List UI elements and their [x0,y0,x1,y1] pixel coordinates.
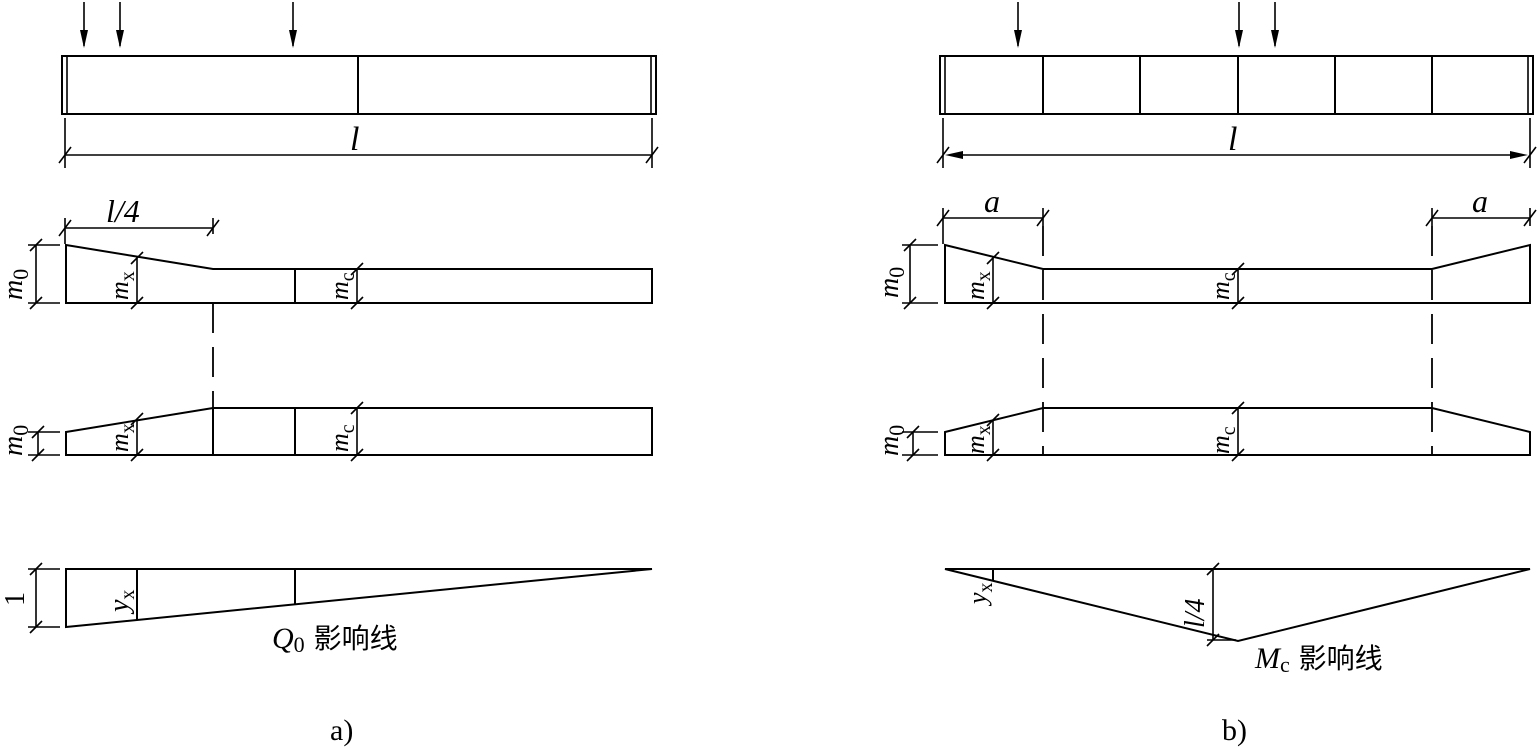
distribution-outline [65,407,653,456]
panel-a: l l/4 m0 [0,2,659,747]
arrow-head [1014,30,1022,48]
tick [906,425,920,439]
mc-label: mc [325,424,359,452]
quarter-ordinate-label: l/4 [1180,598,1211,628]
span-dimension-b: l [936,118,1537,168]
tick [1523,209,1537,227]
yx-label: yx [104,590,139,615]
tick [350,296,364,310]
tick [350,448,364,462]
tick [1036,209,1050,227]
tick [350,401,364,415]
a-label: a [1472,183,1488,219]
influence-line-q0: 1 yx Q0 影响线 [0,562,653,657]
a-label: a [984,183,1000,219]
arrow-head-right [1510,151,1528,159]
tick [1231,262,1245,276]
beam-plan-a [61,55,657,115]
influence-outline [65,568,653,629]
panel-label-b: b) [1222,714,1247,747]
tick [936,146,950,164]
tick [130,448,144,462]
tick [1425,209,1439,227]
arrow-head [1235,30,1243,48]
tick [906,448,920,462]
mx-label: mx [961,425,995,454]
tick [31,448,45,462]
mx-label: mx [105,271,139,300]
tick [1231,401,1245,415]
tick [645,146,659,164]
m0-label: m0 [0,425,33,456]
tick [986,413,1000,427]
beam-outline [939,55,1534,115]
tick [29,620,43,634]
mx-label: mx [105,423,139,452]
tick [903,296,917,310]
influence-outline [944,568,1531,643]
beam-plan-b [939,55,1534,115]
yx-label: yx [963,582,997,607]
tick [903,238,917,252]
quarter-dimension-a: l/4 [58,193,220,244]
distribution-outline [65,243,653,304]
unit-label: 1 [0,592,31,606]
caption-q0: Q0 影响线 [272,622,398,657]
influence-line-mc: l/4 yx Mc 影响线 [944,562,1531,677]
mc-label: mc [1206,426,1240,454]
tick [986,296,1000,310]
tick [1206,562,1220,576]
mc-label: mc [1206,272,1240,300]
mc-label: mc [325,272,359,300]
tick [58,146,72,164]
tick [1523,146,1537,164]
arrow-head [116,30,124,48]
m-distribution-2-a: m0 mx mc [0,401,653,462]
mx-label: mx [961,271,995,300]
a-dimension-right: a [1425,183,1537,227]
tick [206,219,220,237]
span-label: l [1228,121,1237,158]
tick [936,209,950,227]
tick [1231,296,1245,310]
arrow-head [1271,30,1279,48]
tick [29,562,43,576]
a-dimension-left: a [936,183,1050,244]
arrow-head [289,30,297,48]
m-distribution-2-b: m0 mx mc [874,401,1531,462]
panel-label-a: a) [330,714,353,747]
tick [31,425,45,439]
tick [986,448,1000,462]
tick [1206,633,1220,647]
tick [1231,448,1245,462]
span-label: l [350,121,359,158]
distribution-outline [944,243,1531,304]
distribution-outline [944,407,1531,456]
load-arrows-a [80,2,297,48]
m-distribution-1-a: m0 mx mc [0,238,653,310]
arrow-head [80,30,88,48]
load-arrows-b [1014,2,1279,48]
m-distribution-1-b: m0 mx mc [874,238,1531,310]
tick [986,251,1000,265]
tick [130,251,144,265]
m0-label: m0 [874,425,909,456]
m0-label: m0 [0,269,33,300]
tick [350,262,364,276]
quarter-label: l/4 [106,193,140,229]
panel-b: l a a m0 [874,2,1537,747]
tick [58,219,72,237]
tick [29,238,43,252]
m0-label: m0 [874,267,909,298]
arrow-head-left [945,151,963,159]
span-dimension-a: l [58,118,659,168]
tick [130,296,144,310]
caption-mc: Mc 影响线 [1254,642,1383,677]
tick [130,412,144,426]
tick [29,296,43,310]
